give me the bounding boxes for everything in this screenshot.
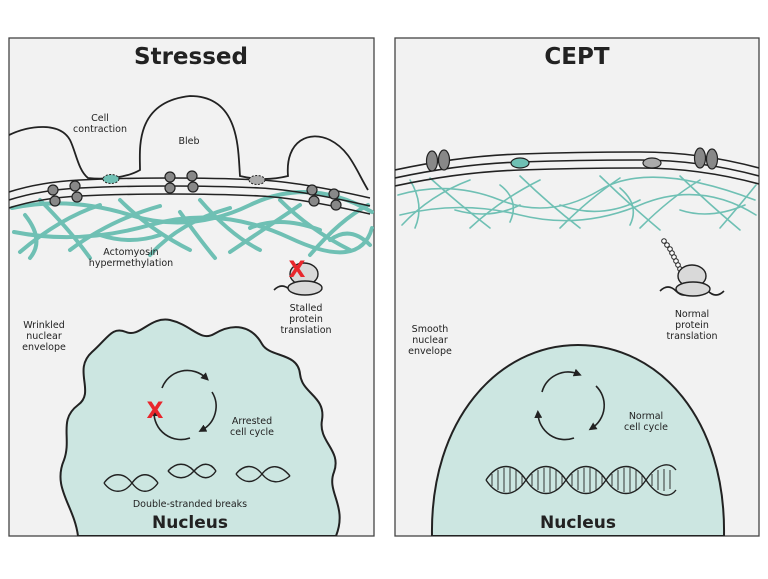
- arrested-cell-cycle-arrows: [149, 369, 217, 441]
- cell-contraction-label-2: contraction: [73, 124, 127, 135]
- stalled-label-1: Stalled: [290, 303, 323, 314]
- actin-network-cept: [397, 175, 757, 231]
- arrested-label-1: Arrested: [232, 416, 272, 427]
- smooth-label-2: nuclear: [412, 335, 448, 346]
- stalled-label-2: protein: [289, 314, 323, 325]
- cept-panel: CEPT Normal protein translation Smooth n…: [394, 37, 760, 537]
- actin-network-stressed: [10, 190, 374, 260]
- dsb-label: Double-stranded breaks: [133, 499, 247, 510]
- smooth-nucleus: [430, 343, 726, 536]
- normal-translation-label-1: Normal: [675, 309, 709, 320]
- cept-nucleus-label: Nucleus: [540, 513, 616, 533]
- channel-protein-stressed-1: [102, 174, 120, 184]
- smooth-label-1: Smooth: [412, 324, 449, 335]
- channel-protein-stressed-2: [248, 175, 266, 185]
- stressed-nucleus-label: Nucleus: [152, 513, 228, 533]
- normal-cycle-label-1: Normal: [629, 411, 663, 422]
- stressed-panel: X X Stressed Cell contraction Bleb Actom…: [8, 37, 375, 537]
- cell-contraction-label-1: Cell: [91, 113, 109, 124]
- stalled-label-3: translation: [280, 325, 331, 336]
- normal-ribosome: [659, 238, 725, 297]
- normal-translation-label-2: protein: [675, 320, 709, 331]
- actomyosin-label-1: Actomyosin: [103, 247, 158, 258]
- cept-title: CEPT: [544, 44, 609, 70]
- normal-cycle-label-2: cell cycle: [624, 422, 668, 433]
- wrinkled-label-3: envelope: [22, 342, 66, 353]
- wrinkled-label-1: Wrinkled: [23, 320, 65, 331]
- broken-dna: [103, 463, 291, 492]
- channel-protein-cept-1: [510, 157, 530, 169]
- stalled-x-mark: X: [289, 258, 306, 283]
- actomyosin-label-2: hypermethylation: [89, 258, 173, 269]
- integrin-receptors-cept: [425, 147, 719, 172]
- arrested-label-2: cell cycle: [230, 427, 274, 438]
- wrinkled-label-2: nuclear: [26, 331, 62, 342]
- integrin-receptors-stressed: [47, 170, 342, 211]
- intact-dna: [485, 464, 677, 496]
- channel-protein-cept-2: [642, 157, 662, 169]
- cell-membrane-blebs: [9, 95, 369, 191]
- arrested-x-mark: X: [147, 399, 164, 424]
- stalled-ribosome: [273, 262, 323, 296]
- normal-translation-label-3: translation: [666, 331, 717, 342]
- normal-cell-cycle-arrows: [534, 368, 605, 441]
- smooth-label-3: envelope: [408, 346, 452, 357]
- bleb-label: Bleb: [178, 136, 199, 147]
- stressed-title: Stressed: [134, 44, 248, 70]
